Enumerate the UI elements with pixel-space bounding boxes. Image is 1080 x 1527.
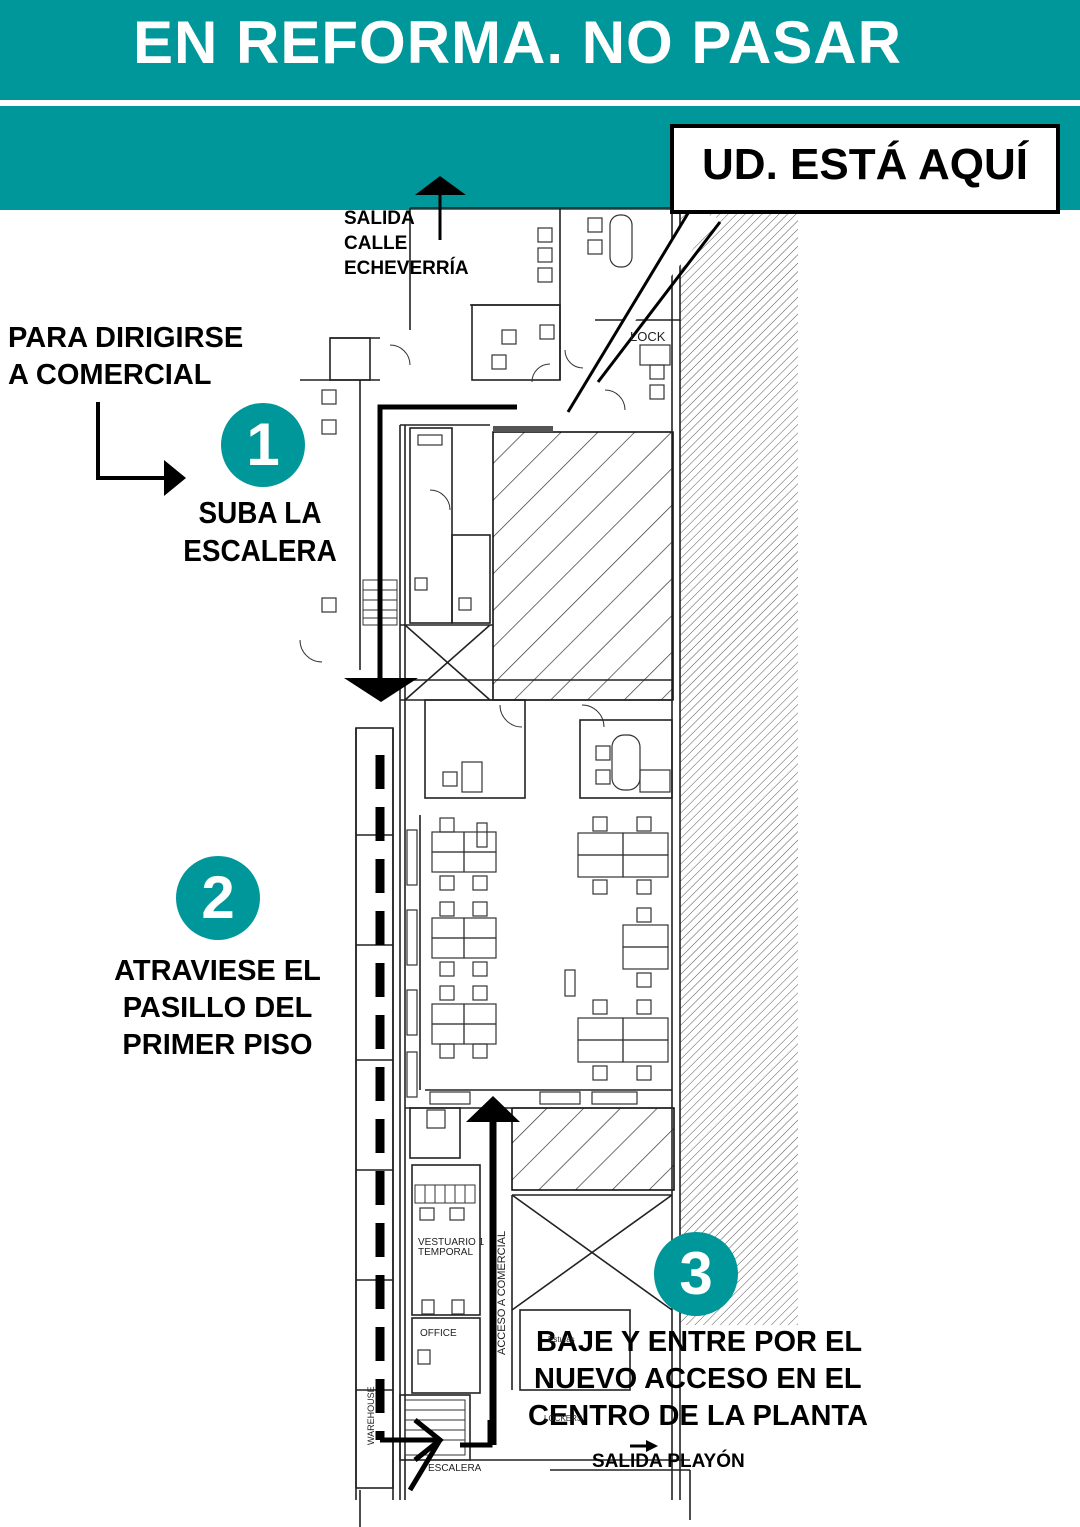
step-3-line1: BAJE Y ENTRE POR EL: [536, 1326, 863, 1358]
step-1-badge: 1: [221, 403, 305, 487]
step-2-line2: PASILLO DEL: [122, 992, 313, 1024]
step-2-text: ATRAVIESE EL PASILLO DEL PRIMER PISO: [60, 953, 375, 1064]
you-are-here-callout: UD. ESTÁ AQUÍ: [670, 124, 1060, 214]
you-are-here-text: UD. ESTÁ AQUÍ: [702, 140, 1028, 189]
callout-pointer: [566, 209, 722, 413]
commercial-direction-arrow: [96, 402, 168, 480]
step-1-line1: SUBA LA: [198, 495, 322, 530]
blocked-area-upper: [492, 431, 674, 701]
blocked-area-lower: [511, 1107, 675, 1191]
exit-top-label: SALIDA CALLE ECHEVERRÍA: [344, 206, 469, 281]
lock-label: LOCK: [630, 329, 666, 344]
exit-arrow-bottom: [646, 1440, 658, 1452]
header-banner: EN REFORMA. NO PASAR: [0, 0, 1080, 100]
escalera-label: ESCALERA: [428, 1463, 482, 1474]
step-3-text: BAJE Y ENTRE POR EL NUEVO ACCESO EN EL C…: [528, 1324, 948, 1435]
acceso-label: ACCESO A COMERCIAL: [496, 1230, 508, 1355]
route-arrow-down: [344, 678, 418, 702]
step-2-line1: ATRAVIESE EL: [114, 955, 321, 987]
temporal-label: TEMPORAL: [418, 1247, 474, 1258]
route-path: [375, 404, 517, 1492]
step-2-line3: PRIMER PISO: [122, 1029, 313, 1061]
step-1-text: SUBA LA ESCALERA: [179, 494, 341, 570]
furniture: [321, 214, 671, 1365]
exit-top-line1: SALIDA: [344, 208, 415, 229]
step-3-line3: CENTRO DE LA PLANTA: [528, 1400, 868, 1432]
vestuario-label: VESTUARIO 1: [418, 1237, 485, 1248]
office-label: OFFICE: [420, 1328, 457, 1339]
estufas-label: Estufas: [548, 1335, 575, 1344]
exterior-wall-hatch: [680, 210, 798, 1325]
route-arrow-right: [413, 1418, 445, 1462]
route-arrow-up: [466, 1096, 520, 1122]
banner-title: EN REFORMA. NO PASAR: [133, 9, 902, 76]
commercial-note-line2: A COMERCIAL: [8, 359, 212, 391]
commercial-arrow-head: [164, 460, 186, 496]
lockers-label: LOCKERS: [544, 1414, 583, 1423]
step-3-badge: 3: [654, 1232, 738, 1316]
commercial-note: PARA DIRIGIRSE A COMERCIAL: [8, 320, 243, 394]
step-3-line2: NUEVO ACCESO EN EL: [534, 1363, 862, 1395]
exit-top-line3: ECHEVERRÍA: [344, 258, 469, 279]
warehouse-label: WAREHOUSE: [366, 1386, 376, 1445]
exit-top-line2: CALLE: [344, 233, 408, 254]
exit-bottom-label: SALIDA PLAYÓN: [592, 1451, 745, 1472]
step-2-badge: 2: [176, 856, 260, 940]
commercial-note-line1: PARA DIRIGIRSE: [8, 322, 244, 354]
exit-arrow-top: [415, 176, 466, 195]
blocked-bar: [493, 426, 553, 432]
step-1-line2: ESCALERA: [183, 533, 337, 568]
